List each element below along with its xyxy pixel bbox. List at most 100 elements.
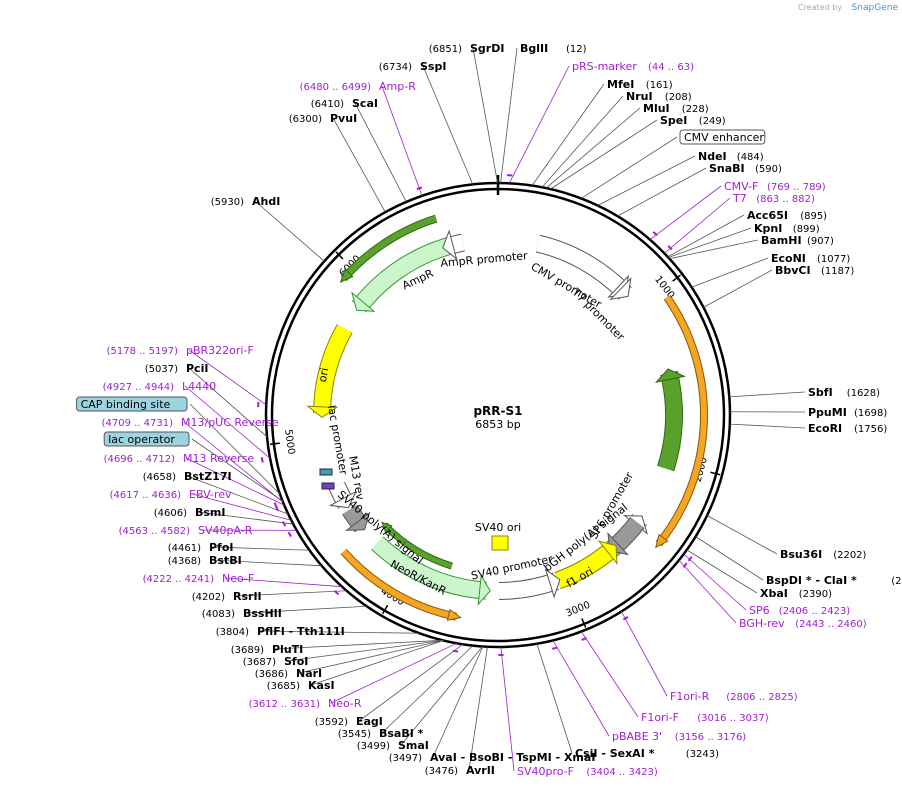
feature-arc [371, 537, 487, 599]
site-position: (484) [737, 152, 764, 163]
site-leader [580, 631, 639, 718]
tick-mark [581, 618, 587, 628]
site-position: (3497) [389, 753, 422, 764]
site-name: EagI [356, 715, 383, 728]
site-name: SV40pro-F [517, 765, 574, 778]
site-label-13: KpnI(899) [754, 222, 820, 235]
site-name: BsmI [195, 506, 226, 519]
primer-mark [333, 590, 340, 596]
site-label-4: NruI (208) [626, 90, 692, 103]
site-name: PciI [186, 362, 208, 375]
inner-feature-label: SV40 ori [475, 521, 521, 534]
site-label-36: KasI(3685) [267, 679, 335, 692]
site-label-44: BstBI(4368) [168, 554, 242, 567]
site-position: (3687) [243, 657, 276, 668]
feature-arc [314, 324, 352, 414]
boxed-feature [103, 431, 190, 447]
site-label-57: AhdI(5930) [211, 195, 281, 208]
site-name: EcoRI [808, 422, 842, 435]
site-leader [259, 630, 420, 634]
site-leader [197, 511, 294, 525]
site-name: SP6 [749, 604, 770, 617]
site-name: CMV enhancer [684, 131, 764, 144]
feature-arc [535, 235, 629, 297]
site-label-19: EcoRI (1756) [808, 422, 887, 435]
site-leader [185, 457, 285, 506]
site-name: Acc65I [747, 209, 788, 222]
site-position: (4222 .. 4241) [143, 574, 215, 585]
site-leader [472, 47, 498, 184]
site-name: EcoNI [771, 252, 806, 265]
site-leader [188, 367, 268, 438]
site-position: (3545) [338, 729, 371, 740]
site-label-54: L4440(4927 .. 4944) [103, 380, 217, 393]
primer-mark [622, 615, 629, 621]
site-name: BglII [520, 42, 548, 55]
site-leader [729, 391, 806, 398]
site-position: (161) [646, 80, 673, 91]
site-leader [669, 239, 759, 260]
site-position: (208) [665, 92, 692, 103]
primer-mark [581, 637, 587, 641]
site-name: NdeI [698, 150, 727, 163]
feature-arrowhead [609, 277, 632, 300]
site-position: (3592) [315, 717, 348, 728]
site-position: (3476) [425, 766, 458, 777]
site-position: (1756) [854, 424, 887, 435]
site-name: Bsu36I [780, 548, 822, 561]
site-leader [597, 155, 696, 206]
tick-mark [381, 604, 389, 615]
site-position: (2806 .. 2825) [726, 692, 798, 703]
site-name: SmaI [398, 739, 429, 752]
site-position: (3612 .. 3631) [249, 699, 321, 710]
site-position: (6410) [311, 99, 344, 110]
site-name: Amp-R [379, 80, 416, 93]
site-label-33: BsaBI *(3545) [338, 727, 424, 740]
site-label-29: SV40pro-F(3404 .. 3423) [517, 765, 658, 778]
site-leader [381, 85, 423, 196]
site-label-21: BspDI * - ClaI *(2315) [766, 574, 902, 587]
site-position: (1628) [847, 388, 880, 399]
sv40-ori-box [491, 535, 509, 551]
site-leader [274, 639, 443, 650]
feature-arc [382, 523, 453, 569]
site-label-32: SmaI(3499) [357, 739, 429, 752]
site-position: (2315) [891, 576, 902, 587]
site-name: L4440 [182, 380, 216, 393]
site-label-23: SP6(2406 .. 2423) [749, 604, 850, 617]
site-label-16: BbvCI(1187) [775, 264, 854, 277]
site-label-42: RsrII(4202) [192, 590, 262, 603]
site-leader [188, 349, 267, 406]
site-leaders [183, 47, 806, 772]
site-position: (769 .. 789) [767, 182, 826, 193]
site-leader [183, 421, 284, 503]
site-label-3: MfeI(161) [607, 78, 673, 91]
site-position: (2390) [799, 589, 832, 600]
feature-arc [341, 215, 437, 281]
site-name: BbvCI [775, 264, 811, 277]
primer-mark [287, 531, 292, 538]
site-position: (3156 .. 3176) [675, 732, 747, 743]
site-position: (895) [800, 211, 827, 222]
site-label-9: SnaBI(590) [709, 162, 782, 175]
site-leader [508, 65, 570, 184]
site-name: NruI [626, 90, 653, 103]
site-position: (2443 .. 2460) [795, 619, 867, 630]
site-name: PfoI [209, 541, 234, 554]
boxed-feature [76, 396, 188, 412]
site-position: (4617 .. 4636) [110, 490, 182, 501]
feature-arrowhead [344, 511, 371, 531]
site-label-35: Neo-R(3612 .. 3631) [249, 697, 362, 710]
site-label-58: PvuI(6300) [289, 112, 357, 125]
feature-arc [658, 371, 682, 471]
site-leader [422, 65, 474, 185]
site-label-27: pBABE 3'(3156 .. 3176) [612, 730, 746, 743]
site-name: BstZ17I [184, 470, 232, 483]
feature-arc [656, 295, 707, 546]
site-leader [617, 167, 707, 217]
credit-prefix: Created by [798, 3, 842, 12]
site-position: (899) [793, 224, 820, 235]
feature-arrowhead [654, 368, 687, 383]
site-position: (4658) [143, 472, 176, 483]
primer-mark [687, 556, 693, 562]
